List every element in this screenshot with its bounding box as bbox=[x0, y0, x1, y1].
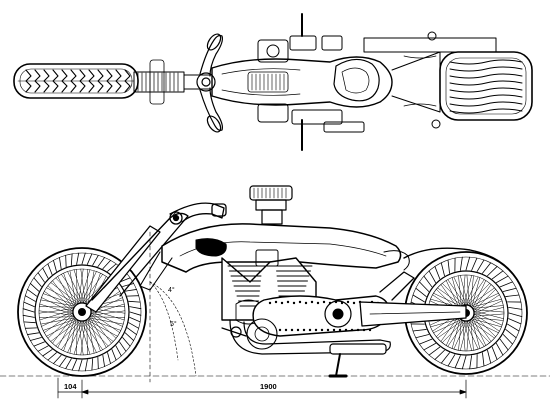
rear-frame-top bbox=[363, 31, 497, 129]
dimension-wheelbase: 1900 bbox=[260, 382, 277, 391]
dimension-front-offset: 104 bbox=[64, 382, 77, 391]
footpeg-side bbox=[221, 326, 247, 338]
handlebars-top bbox=[196, 33, 223, 133]
front-fork-side bbox=[85, 211, 189, 313]
angle-label-a: 4° bbox=[168, 286, 175, 294]
side-view bbox=[17, 185, 528, 378]
handlebar-side bbox=[169, 202, 227, 223]
top-view bbox=[13, 13, 533, 151]
kickstand-side bbox=[328, 353, 348, 378]
engine-top bbox=[257, 13, 365, 151]
front-fork-top bbox=[133, 59, 213, 105]
front-tire-top bbox=[13, 63, 139, 99]
swingarm-side bbox=[359, 271, 467, 327]
rake-angle-annotation bbox=[149, 231, 197, 383]
angle-label-b: 5° bbox=[170, 320, 177, 328]
fuel-tank-top bbox=[211, 56, 393, 108]
exhaust-side bbox=[229, 319, 391, 355]
dimension-line bbox=[57, 377, 467, 399]
air-intake-side bbox=[249, 185, 293, 225]
seat-top bbox=[333, 58, 380, 102]
rear-tire-top bbox=[439, 51, 533, 121]
